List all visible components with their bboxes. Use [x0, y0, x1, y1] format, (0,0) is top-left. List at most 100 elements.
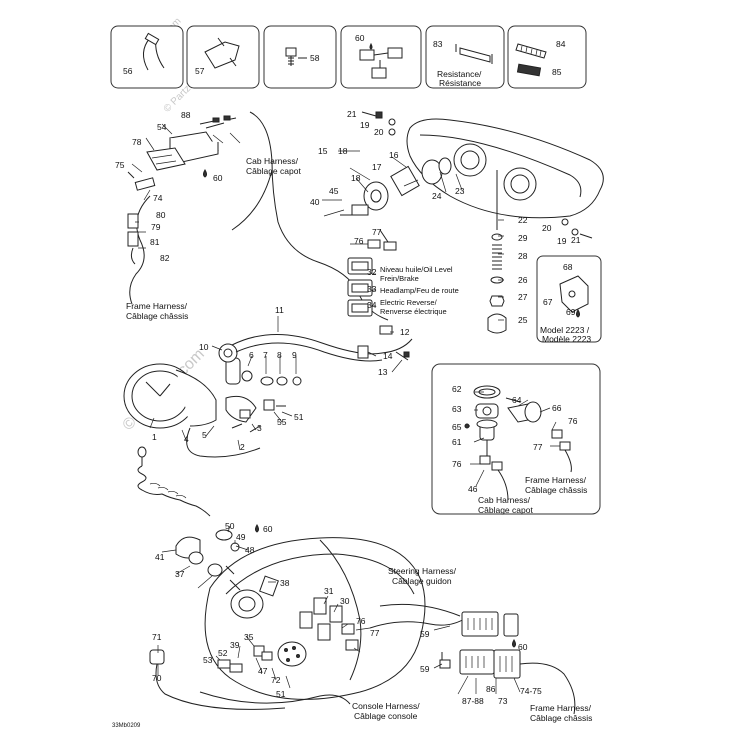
callout-60: 60	[355, 33, 365, 43]
callout: 67	[543, 297, 553, 307]
part-box-58: 58	[263, 25, 337, 89]
callout: 59	[420, 629, 430, 639]
callout: 19	[557, 236, 567, 246]
callout: 35	[244, 632, 254, 642]
callout: 73	[498, 696, 508, 706]
console-harness-wire	[199, 691, 351, 705]
drawing-code: 33Mb0209	[112, 723, 141, 729]
callout: 50	[225, 521, 235, 531]
part-box-83: 83 Resistance/ Résistance	[425, 25, 505, 89]
callout: 55	[277, 417, 287, 427]
callout: 60	[263, 524, 273, 534]
inset-cab-harness-label: Cab Harness/	[478, 495, 531, 505]
callout: 51	[294, 412, 304, 422]
steering-harness-wire	[379, 603, 461, 617]
callout: 52	[218, 648, 228, 658]
switch-label-32: Niveau huile/Oil Level	[380, 265, 453, 274]
connectors-74-82	[127, 171, 156, 265]
callout: 34	[367, 300, 377, 310]
key-switch-assembly	[175, 524, 279, 619]
callout: 28	[518, 251, 528, 261]
callout: 5	[202, 430, 207, 440]
gauge-1	[123, 363, 217, 429]
part-box-57: 57	[186, 25, 260, 89]
callout: 20	[542, 223, 552, 233]
callout: 7	[263, 350, 268, 360]
switch-label-33: Headlamp/Feu de route	[380, 286, 459, 295]
resistance-label: Résistance	[439, 78, 481, 88]
speedo-cable-11	[231, 334, 413, 355]
drop-icon	[512, 639, 516, 648]
gauge-parts-2-9	[225, 357, 302, 433]
callout: 79	[151, 222, 161, 232]
steering-connector	[461, 611, 519, 637]
terminals-88-87	[199, 115, 237, 129]
callout: 10	[199, 342, 209, 352]
inset-frame-harness-label: Câblage châssis	[525, 485, 587, 495]
console-body	[204, 537, 426, 700]
leader-lines	[131, 123, 560, 695]
connector-block-78	[146, 147, 186, 171]
connector-block-54	[169, 131, 219, 163]
callout: 76	[568, 416, 578, 426]
callout: 27	[518, 292, 528, 302]
frame-harness-label: Câblage châssis	[126, 311, 188, 321]
connectors-lower-left	[149, 645, 286, 710]
screw-21b	[561, 218, 593, 239]
screw-21	[361, 111, 396, 136]
model-label: Modèle 2223	[542, 334, 591, 344]
switch-stack	[347, 257, 373, 317]
console-harness-label: Console Harness/	[352, 701, 420, 711]
part-box-56: 56	[110, 25, 184, 89]
callout: 1	[152, 432, 157, 442]
callout: 77	[370, 628, 380, 638]
callout: 14	[383, 351, 393, 361]
callout: 87-88	[462, 696, 484, 706]
callout: 38	[280, 578, 290, 588]
part-box-60: 60	[340, 25, 422, 89]
callout: 53	[203, 655, 213, 665]
switch-label-34: Electric Reverse/	[380, 298, 438, 307]
switch-label-34: Renverse électrique	[380, 307, 447, 316]
callout: 75	[115, 160, 125, 170]
switch-label-32: Frein/Brake	[380, 274, 419, 283]
callout: 74-75	[520, 686, 542, 696]
callout: 13	[378, 367, 388, 377]
callout: 8	[277, 350, 282, 360]
callout-57: 57	[195, 66, 205, 76]
callout: 86	[486, 684, 496, 694]
callout: 74	[153, 193, 163, 203]
coiled-cord	[137, 446, 211, 517]
callout: 59	[420, 664, 430, 674]
callout: 72	[271, 675, 281, 685]
frame-harness-br-label: Câblage châssis	[530, 713, 592, 723]
callout: 47	[258, 666, 268, 676]
callout: 80	[156, 210, 166, 220]
callout: 31	[324, 586, 334, 596]
callout: 17	[372, 162, 382, 172]
callout: 64	[512, 395, 522, 405]
callout: 33	[367, 284, 377, 294]
callout: 39	[230, 640, 240, 650]
callout: 48	[245, 545, 255, 555]
frame-wire	[186, 427, 261, 458]
callout: 18	[351, 173, 361, 183]
callout: 77	[372, 227, 382, 237]
resistance-label: Resistance/	[437, 69, 482, 79]
bulb-assembly	[340, 157, 452, 216]
headlamp-housing	[406, 118, 604, 219]
callout: 21	[347, 109, 357, 119]
callout: 2	[240, 442, 245, 452]
callout: 16	[389, 150, 399, 160]
callout: 71	[152, 632, 162, 642]
callout-84: 84	[556, 39, 566, 49]
callout: 82	[160, 253, 170, 263]
frame-harness-label: Frame Harness/	[126, 301, 188, 311]
callout: 60	[213, 173, 223, 183]
console-harness-label: Câblage console	[354, 711, 418, 721]
steering-harness-label: Câblage guidon	[392, 576, 452, 586]
callout: 88	[181, 110, 191, 120]
callout: 4	[184, 434, 189, 444]
callout-numbers: 88 54 78 75 60 74 80 79 81 82 21 19 20 1…	[115, 109, 581, 706]
callout: 32	[367, 267, 377, 277]
